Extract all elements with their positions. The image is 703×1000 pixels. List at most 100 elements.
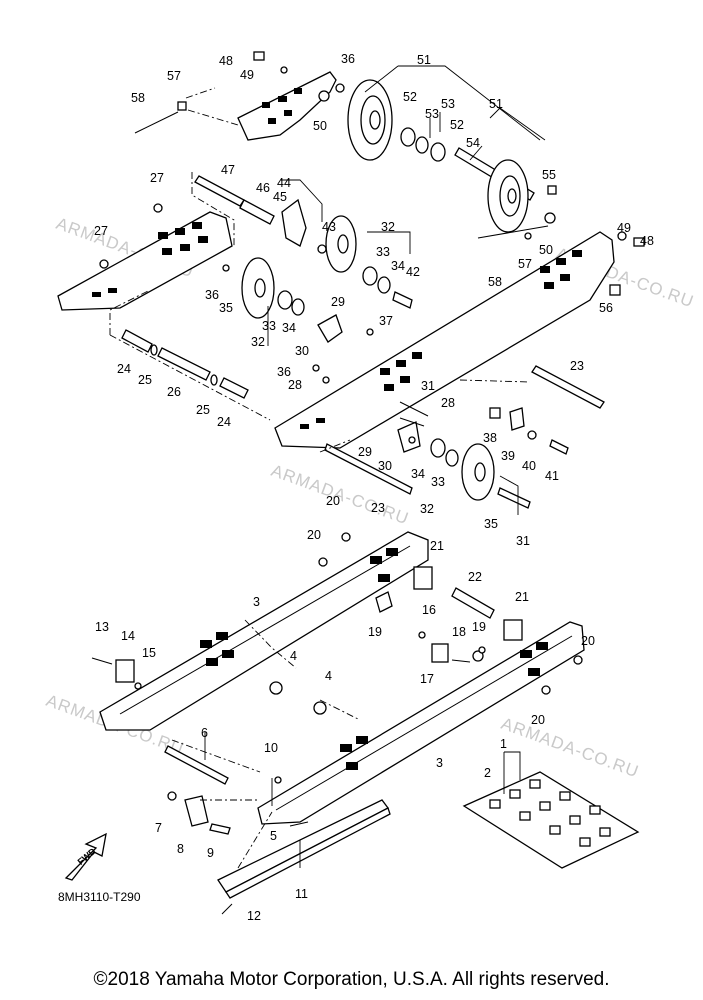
rear-idler-wheel-left [347,79,446,162]
callout[interactable]: 14 [121,629,135,643]
callout[interactable]: 5 [270,829,277,843]
callout[interactable]: 27 [94,224,108,238]
callout[interactable]: 18 [452,625,466,639]
callout[interactable]: 57 [518,257,532,271]
callout[interactable]: 3 [436,756,443,770]
callout[interactable]: 24 [217,415,231,429]
callout[interactable]: 2 [484,766,491,780]
callout[interactable]: 43 [322,220,336,234]
callout[interactable]: 49 [617,221,631,235]
callout[interactable]: 39 [501,449,515,463]
callout[interactable]: 44 [277,176,291,190]
callout[interactable]: 34 [282,321,296,335]
callout[interactable]: 19 [472,620,486,634]
callout[interactable]: 29 [358,445,372,459]
callout[interactable]: 23 [371,501,385,515]
callout[interactable]: 38 [483,431,497,445]
callout[interactable]: 27 [150,171,164,185]
callout[interactable]: 19 [368,625,382,639]
lower-idler-assembly [324,365,605,509]
callout[interactable]: 7 [155,821,162,835]
callout[interactable]: 47 [221,163,235,177]
callout[interactable]: 56 [599,301,613,315]
callout[interactable]: 16 [422,603,436,617]
callout[interactable]: 36 [341,52,355,66]
callout[interactable]: 13 [95,620,109,634]
callout[interactable]: 32 [420,502,434,516]
callout[interactable]: 33 [376,245,390,259]
callout[interactable]: 21 [515,590,529,604]
callout[interactable]: 28 [288,378,302,392]
callout[interactable]: 26 [167,385,181,399]
callout[interactable]: 9 [207,846,214,860]
callout[interactable]: 58 [131,91,145,105]
callout[interactable]: 33 [262,319,276,333]
callout[interactable]: 58 [488,275,502,289]
callout[interactable]: 50 [539,243,553,257]
callout[interactable]: 34 [391,259,405,273]
callout[interactable]: 17 [420,672,434,686]
leader-lines [204,65,546,868]
callout[interactable]: 8 [177,842,184,856]
callout[interactable]: 22 [468,570,482,584]
callout[interactable]: 37 [379,314,393,328]
callout[interactable]: 31 [421,379,435,393]
callout[interactable]: 3 [253,595,260,609]
callout[interactable]: 53 [441,97,455,111]
callout[interactable]: 32 [251,335,265,349]
callout[interactable]: 4 [290,649,297,663]
callout[interactable]: 30 [378,459,392,473]
callout[interactable]: 24 [117,362,131,376]
callout[interactable]: 45 [273,190,287,204]
callout[interactable]: 20 [326,494,340,508]
callout[interactable]: 36 [205,288,219,302]
callout[interactable]: 55 [542,168,556,182]
callout[interactable]: 48 [640,234,654,248]
callout[interactable]: 46 [256,181,270,195]
callout[interactable]: 25 [196,403,210,417]
callout[interactable]: 52 [450,118,464,132]
callout[interactable]: 28 [441,396,455,410]
rear-idler-wheel-right [487,159,529,233]
callout[interactable]: 25 [138,373,152,387]
callout[interactable]: 42 [406,265,420,279]
callout[interactable]: 29 [331,295,345,309]
bolts [91,51,645,915]
callout[interactable]: 20 [307,528,321,542]
callout[interactable]: 50 [313,119,327,133]
right-upper-rail [274,231,615,449]
slide-rail [217,799,391,899]
callout[interactable]: 21 [430,539,444,553]
callout[interactable]: 4 [325,669,332,683]
callout[interactable]: 33 [431,475,445,489]
callout[interactable]: 40 [522,459,536,473]
callout[interactable]: 51 [489,97,503,111]
diagram-code: 8MH3110-T290 [58,890,141,904]
callout[interactable]: 23 [570,359,584,373]
callout[interactable]: 6 [201,726,208,740]
callout[interactable]: 49 [240,68,254,82]
callout[interactable]: 41 [545,469,559,483]
callout[interactable]: 20 [531,713,545,727]
skid-frame-right-rail [257,621,585,825]
callout[interactable]: 53 [425,107,439,121]
track-section [462,771,640,869]
callout[interactable]: 31 [516,534,530,548]
callout[interactable]: 10 [264,741,278,755]
callout[interactable]: 54 [466,136,480,150]
callout[interactable]: 20 [581,634,595,648]
callout[interactable]: 30 [295,344,309,358]
callout[interactable]: 34 [411,467,425,481]
callout[interactable]: 1 [500,737,507,751]
callout[interactable]: 57 [167,69,181,83]
callout[interactable]: 12 [247,909,261,923]
callout[interactable]: 36 [277,365,291,379]
callout[interactable]: 15 [142,646,156,660]
callout[interactable]: 52 [403,90,417,104]
callout[interactable]: 11 [295,887,308,901]
callout[interactable]: 35 [219,301,233,315]
callout[interactable]: 51 [417,53,431,67]
callout[interactable]: 35 [484,517,498,531]
callout[interactable]: 48 [219,54,233,68]
callout[interactable]: 32 [381,220,395,234]
